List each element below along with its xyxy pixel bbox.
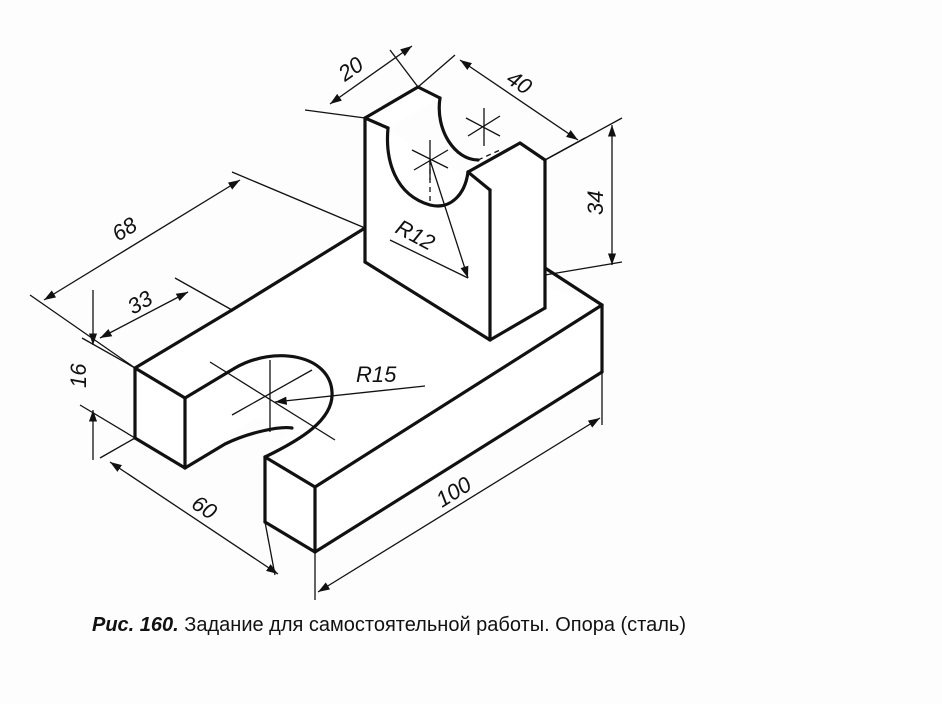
dimension-100-label: 100 bbox=[431, 471, 476, 512]
upright-arc-front bbox=[385, 126, 470, 208]
extension-16-bottom bbox=[79, 404, 136, 439]
extension-20-right bbox=[389, 49, 419, 88]
upright-block bbox=[363, 85, 547, 342]
dimension-34-label: 34 bbox=[583, 191, 608, 215]
dimension-r15-label: R15 bbox=[356, 362, 397, 387]
upright-edge-bottom bbox=[363, 260, 492, 342]
extension-16-top bbox=[81, 337, 136, 369]
dimline-68 bbox=[43, 179, 241, 301]
upright-top-left bbox=[365, 87, 440, 128]
base-edge-right-top bbox=[543, 266, 604, 307]
upright-edge-top-right-2 bbox=[518, 141, 547, 162]
base-slot-lower-edge bbox=[183, 426, 294, 470]
extension-33-right bbox=[174, 277, 233, 311]
base-edge-back-top bbox=[230, 226, 367, 312]
dimension-20-label: 20 bbox=[333, 51, 369, 87]
figure-label: Рис. 160. bbox=[92, 614, 179, 636]
dimension-68-label: 68 bbox=[107, 212, 142, 247]
leader-r12 bbox=[389, 159, 468, 278]
figure-caption: Рис. 160. Задание для самостоятельной ра… bbox=[92, 614, 686, 637]
upright-edge-top-right-1 bbox=[466, 141, 522, 174]
upright-hidden-line-1 bbox=[477, 149, 501, 161]
upright-top-right bbox=[468, 143, 545, 190]
base-left-prong-front bbox=[135, 368, 185, 468]
dimline-60 bbox=[109, 461, 279, 575]
base-edge-prong1-front-top bbox=[133, 366, 187, 400]
upright-edge-top-left-2 bbox=[416, 85, 442, 100]
extension-20-left bbox=[304, 109, 366, 119]
figure-caption-text: Задание для самостоятельной работы. Опор… bbox=[184, 614, 686, 636]
extension-34-bottom bbox=[544, 261, 623, 276]
dimline-20 bbox=[329, 45, 413, 105]
extension-68-left bbox=[29, 294, 136, 369]
upright-edge-top-left-3 bbox=[363, 116, 390, 130]
dimline-40 bbox=[459, 59, 579, 141]
center-mark-upper-2 bbox=[465, 108, 501, 146]
upright-right-face bbox=[490, 160, 545, 340]
dimline-100 bbox=[317, 417, 601, 593]
upright-edge-top-right-3 bbox=[466, 170, 492, 192]
dimline-33 bbox=[99, 291, 189, 339]
dimension-40-label: 40 bbox=[502, 65, 537, 100]
dimension-60-label: 60 bbox=[187, 490, 222, 525]
extension-40-left bbox=[417, 54, 456, 88]
center-mark-lower bbox=[209, 360, 336, 441]
upright-arc-back bbox=[437, 96, 480, 162]
leader-r15 bbox=[274, 385, 426, 405]
base-slot-edge bbox=[183, 354, 334, 459]
base-edge-left-top bbox=[133, 308, 234, 370]
extension-34-top bbox=[544, 117, 623, 161]
dimension-lines bbox=[29, 45, 623, 600]
extension-68-right bbox=[231, 171, 366, 229]
upright-edge-right-bottom bbox=[488, 306, 547, 342]
dimension-33-label: 33 bbox=[123, 285, 157, 319]
extension-60-left bbox=[99, 437, 136, 459]
dimension-16-label: 16 bbox=[66, 363, 91, 388]
